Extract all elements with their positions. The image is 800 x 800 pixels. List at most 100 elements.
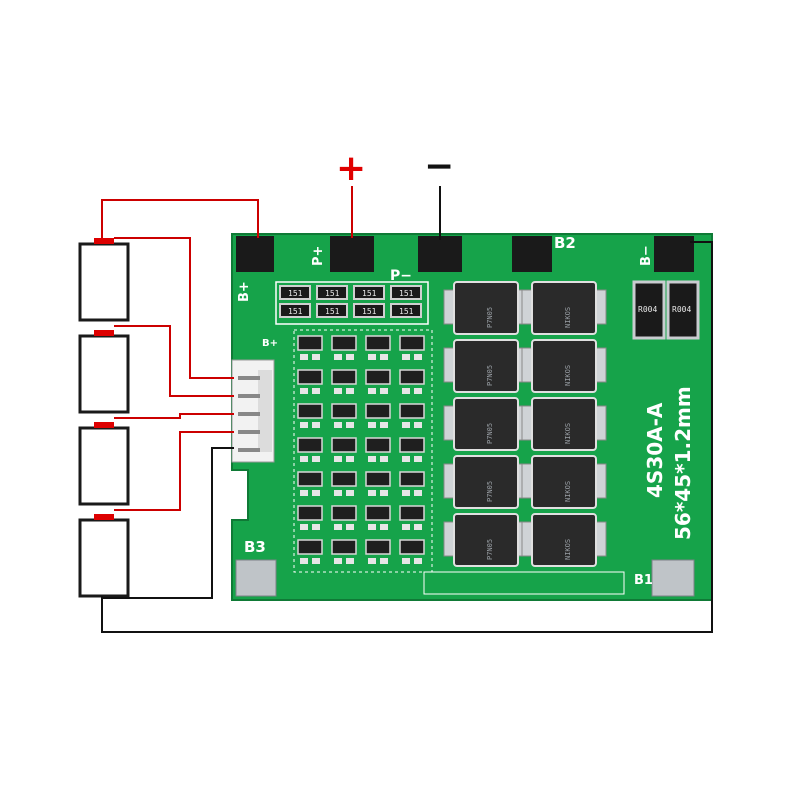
balance-connector (231, 359, 275, 463)
pad-b-plus (236, 236, 274, 272)
mosfet-label: P7N05 (486, 423, 494, 444)
mosfet-label: P7N05 (486, 365, 494, 386)
label-b-minus: B− (639, 245, 654, 266)
small-ic (365, 403, 391, 428)
mosfet: P7N05 (443, 339, 529, 393)
small-ic (331, 403, 357, 428)
label-b3: B3 (244, 538, 266, 556)
bottom-component-row (423, 571, 625, 595)
small-ic (297, 471, 323, 496)
small-ic (365, 369, 391, 394)
small-ic (331, 505, 357, 530)
mosfet: NIKOS (521, 513, 607, 567)
small-ic (297, 403, 323, 428)
smd-resistor: 151 (390, 303, 422, 318)
small-ic (365, 335, 391, 360)
cell-terminal (94, 330, 114, 336)
smd-resistor-label: 151 (325, 307, 340, 316)
sense-resistor-label-2: R004 (672, 305, 691, 314)
small-ic (297, 369, 323, 394)
board-model-text: 4S30A-A (643, 402, 667, 498)
small-ic (399, 369, 425, 394)
wires (101, 186, 713, 633)
label-b1: B1 (634, 573, 653, 588)
small-ic (331, 369, 357, 394)
pad-b2 (512, 236, 552, 272)
label-p-plus: P+ (311, 246, 326, 266)
battery-cell (78, 242, 130, 322)
smd-resistor-label: 151 (288, 307, 303, 316)
mosfet-label: NIKOS (564, 423, 572, 444)
pad-p-minus (418, 236, 462, 272)
pad-b3 (235, 559, 277, 597)
smd-resistor-label: 151 (362, 307, 377, 316)
cell-terminal (94, 514, 114, 520)
minus-sign: − (424, 146, 454, 187)
smd-resistor-label: 151 (325, 289, 340, 298)
mosfet-label: NIKOS (564, 481, 572, 502)
mosfet-label: NIKOS (564, 365, 572, 386)
battery-cell (78, 426, 130, 506)
small-ic (331, 471, 357, 496)
silkscreen-labels: B+ P+ P− B2 B− B+ B3 B1 4S30A-A 56*45*1.… (237, 234, 695, 588)
smd-resistor-label: 151 (362, 289, 377, 298)
battery-stack (78, 238, 130, 598)
plus-sign: + (336, 148, 366, 189)
small-ic (399, 471, 425, 496)
small-ic (365, 471, 391, 496)
mosfet: P7N05 (443, 397, 529, 451)
control-circuitry (293, 329, 433, 573)
battery-cell (78, 518, 130, 598)
mosfet: P7N05 (443, 281, 529, 335)
mosfet: NIKOS (521, 397, 607, 451)
small-ic (365, 437, 391, 462)
small-ic (297, 505, 323, 530)
wire-pack-positive (101, 199, 259, 238)
small-ic (399, 403, 425, 428)
small-ic (399, 437, 425, 462)
pad-b1 (651, 559, 695, 597)
small-ic (399, 539, 425, 564)
mosfet: NIKOS (521, 455, 607, 509)
battery-cell (78, 334, 130, 414)
small-ic (365, 505, 391, 530)
mosfet-label: NIKOS (564, 307, 572, 328)
smd-resistor: 151 (316, 285, 348, 300)
wire-balance-3 (114, 413, 234, 419)
small-ic (365, 539, 391, 564)
mosfet-label: P7N05 (486, 307, 494, 328)
sense-resistor-label-1: R004 (638, 305, 657, 314)
small-ic (297, 437, 323, 462)
smd-resistor: 151 (316, 303, 348, 318)
wire-balance-1 (114, 237, 234, 379)
mosfet-label: P7N05 (486, 539, 494, 560)
wire-balance-2 (114, 325, 234, 397)
label-b-plus-top: B+ (237, 281, 252, 302)
smd-resistor: 151 (279, 303, 311, 318)
mosfet-label: P7N05 (486, 481, 494, 502)
mosfet: P7N05 (443, 513, 529, 567)
small-ic (331, 437, 357, 462)
pad-b-minus (654, 236, 694, 272)
current-sense-resistors: R004 R004 (632, 280, 700, 340)
wire-pack-negative (101, 241, 713, 633)
small-ic (331, 539, 357, 564)
label-b-plus-connector: B+ (262, 338, 278, 349)
top-pads (236, 236, 694, 272)
board-size-text: 56*45*1.2mm (671, 386, 695, 540)
control-area-outline (293, 329, 433, 573)
small-ic (331, 335, 357, 360)
smd-resistor: 151 (353, 303, 385, 318)
label-p-minus: P− (390, 268, 412, 284)
pad-p-plus (330, 236, 374, 272)
wire-balance-4 (114, 431, 234, 511)
cell-terminal (94, 238, 114, 244)
mosfet: NIKOS (521, 339, 607, 393)
mosfet: NIKOS (521, 281, 607, 335)
small-ic (297, 335, 323, 360)
mosfet: P7N05 (443, 455, 529, 509)
smd-resistor-label: 151 (399, 307, 414, 316)
